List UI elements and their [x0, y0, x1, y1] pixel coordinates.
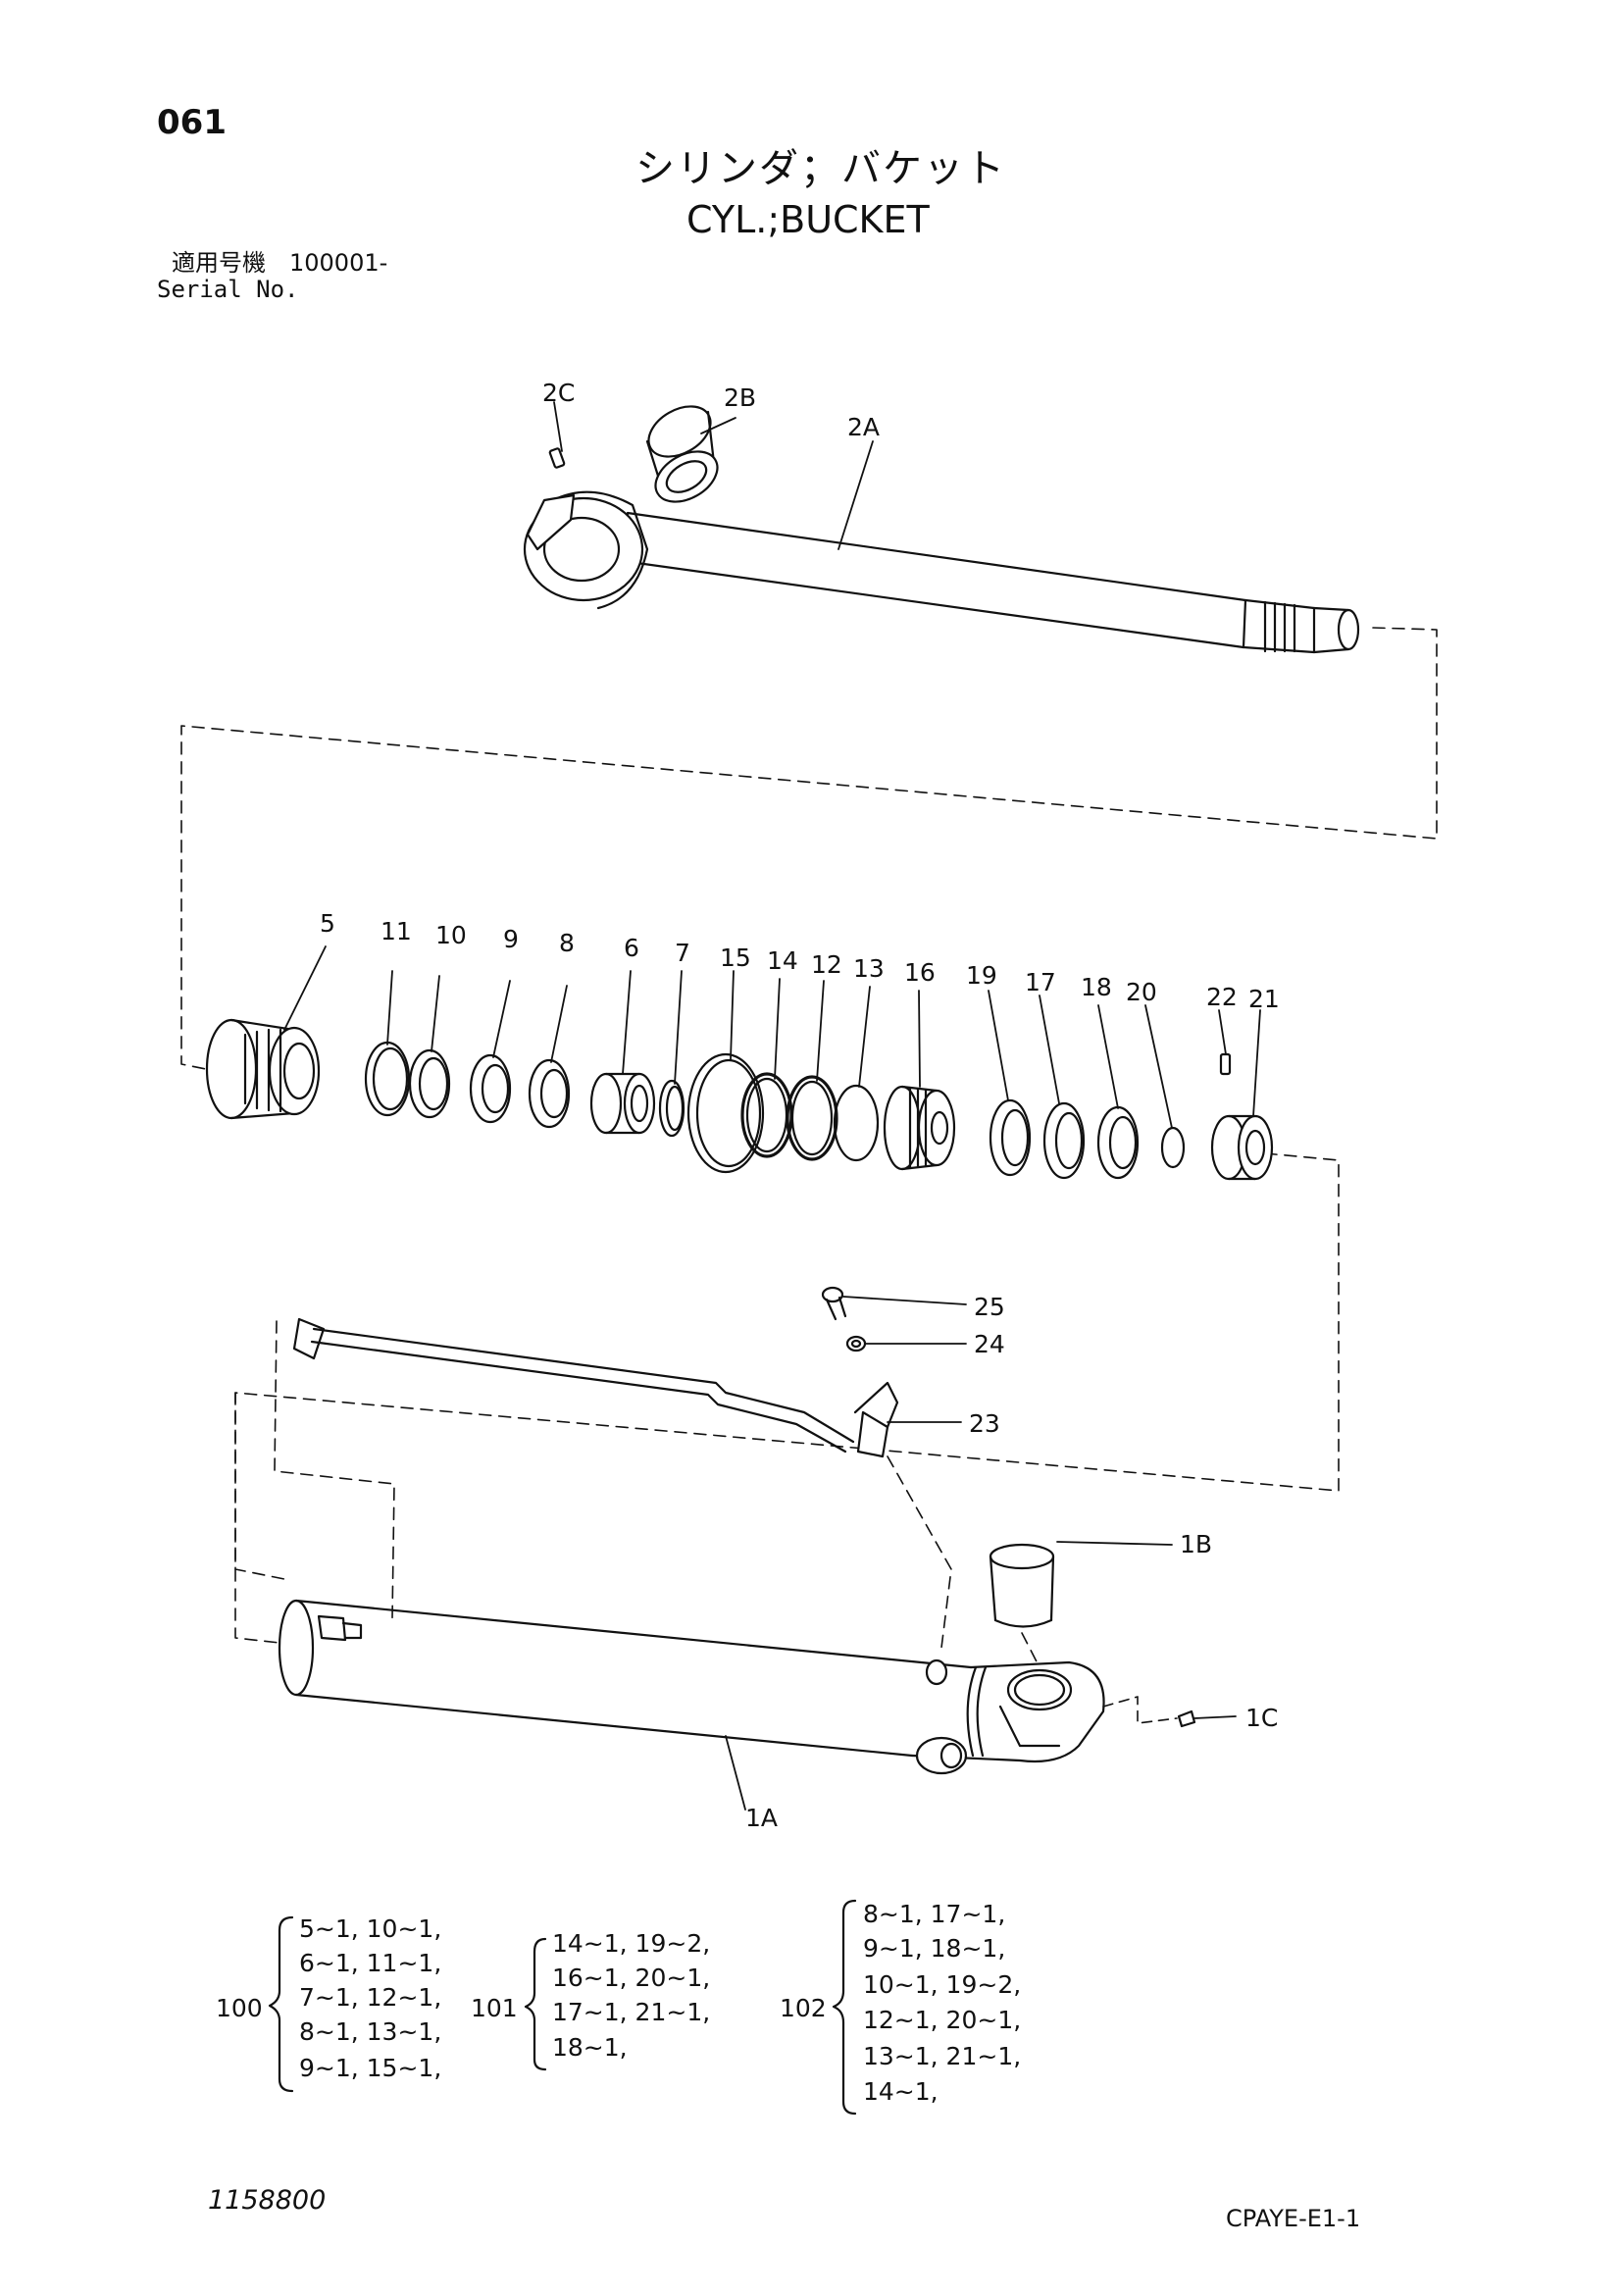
callout-20: 20 [1126, 978, 1157, 1006]
seal-8 [528, 1058, 571, 1129]
callout-1C: 1C [1245, 1704, 1278, 1732]
kit-102-line-5: 13~1, 21~1, [863, 2042, 1021, 2070]
washer-24 [845, 1335, 867, 1352]
ring-17 [1042, 1101, 1086, 1180]
kit-102-line-3: 10~1, 19~2, [863, 1970, 1021, 1999]
o-ring-12 [786, 1075, 838, 1161]
bolt-25 [821, 1286, 847, 1321]
drawing-number: 1158800 [208, 2185, 327, 2216]
ring-10 [408, 1048, 451, 1119]
kit-102-line-1: 8~1, 17~1, [863, 1900, 1005, 1928]
sheet-code: CPAYE-E1-1 [1226, 2205, 1361, 2232]
callout-16: 16 [904, 958, 936, 987]
ring-19 [989, 1098, 1032, 1177]
page-number: 061 [157, 103, 227, 142]
callout-15: 15 [720, 944, 751, 972]
callout-17: 17 [1025, 968, 1056, 996]
kit-102: 102 8~1, 17~1, 9~1, 18~1, 10~1, 19~2, 12… [780, 1899, 1021, 2116]
callout-10: 10 [435, 921, 467, 949]
bushing-2B [645, 405, 719, 503]
kit-102-label: 102 [780, 1994, 827, 2022]
kit-100-line-1: 5~1, 10~1, [299, 1914, 441, 1943]
bushing-6 [589, 1072, 656, 1135]
callout-19: 19 [966, 961, 997, 990]
nut-21 [1210, 1114, 1274, 1181]
callout-9: 9 [503, 925, 519, 953]
callout-22: 22 [1206, 983, 1238, 1011]
hose-fitting-on-tube [317, 1614, 363, 1642]
callout-1B: 1B [1180, 1530, 1212, 1558]
set-screw-22 [1219, 1052, 1232, 1076]
callout-2C: 2C [542, 379, 575, 407]
ring-20 [1160, 1126, 1186, 1169]
kit-102-line-2: 9~1, 18~1, [863, 1934, 1005, 1963]
callout-7: 7 [675, 939, 690, 967]
kit-100-line-5: 9~1, 15~1, [299, 2054, 441, 2082]
kit-101-line-4: 18~1, [552, 2033, 628, 2062]
kit-102-line-4: 12~1, 20~1, [863, 2006, 1021, 2034]
callout-14: 14 [767, 946, 798, 975]
kit-100-line-2: 6~1, 11~1, [299, 1949, 441, 1977]
kit-100-line-4: 8~1, 13~1, [299, 2017, 441, 2046]
ring-11 [364, 1041, 411, 1117]
serial-label-english: Serial No. [157, 276, 299, 303]
callout-13: 13 [853, 954, 885, 983]
callout-18: 18 [1081, 973, 1112, 1001]
callout-8: 8 [559, 929, 575, 957]
kit-101-line-2: 16~1, 20~1, [552, 1964, 710, 1992]
o-ring-14 [740, 1072, 793, 1158]
rod-eye [523, 490, 649, 610]
pipe-23 [292, 1317, 899, 1458]
kit-102-line-6: 14~1, [863, 2077, 939, 2106]
ring-13 [833, 1084, 880, 1162]
seal-9 [469, 1053, 512, 1124]
callout-6: 6 [624, 934, 639, 962]
callout-1A: 1A [745, 1804, 778, 1832]
kit-101-line-1: 14~1, 19~2, [552, 1929, 710, 1958]
callout-25: 25 [974, 1293, 1005, 1321]
callout-21: 21 [1248, 985, 1280, 1013]
callout-11: 11 [381, 917, 412, 945]
cylinder-head-5 [205, 1018, 321, 1120]
callout-5: 5 [320, 909, 335, 938]
ring-7 [658, 1079, 685, 1138]
callout-12: 12 [811, 950, 842, 979]
port-boss [915, 1736, 968, 1775]
piston-rod-2A [621, 511, 1360, 654]
kit-100-line-3: 7~1, 12~1, [299, 1983, 441, 2012]
kit-100: 100 5~1, 10~1, 6~1, 11~1, 7~1, 12~1, 8~1… [216, 1914, 441, 2093]
kit-101: 101 14~1, 19~2, 16~1, 20~1, 17~1, 21~1, … [471, 1929, 710, 2071]
title-japanese: シリンダ；バケット [635, 146, 1006, 191]
kit-100-label: 100 [216, 1994, 263, 2022]
leader-lines [283, 401, 1261, 1811]
pipe-bracket-boss [925, 1658, 948, 1686]
piston-16 [883, 1085, 956, 1171]
ring-15 [686, 1052, 765, 1174]
kit-101-line-3: 17~1, 21~1, [552, 1998, 710, 2026]
callout-24: 24 [974, 1330, 1005, 1358]
kit-101-label: 101 [471, 1994, 518, 2022]
serial-label-japanese: 適用号機 100001- [172, 249, 388, 277]
bushing-1B [989, 1543, 1055, 1628]
ring-18 [1096, 1105, 1140, 1180]
grease-fitting-1C [1177, 1709, 1196, 1728]
callout-2B: 2B [724, 383, 756, 412]
callout-23: 23 [969, 1409, 1000, 1438]
callout-2A: 2A [847, 413, 880, 441]
grease-fitting-2C [548, 447, 566, 469]
title-english: CYL.;BUCKET [686, 198, 930, 241]
cylinder-tube-1A [278, 1599, 1105, 1763]
